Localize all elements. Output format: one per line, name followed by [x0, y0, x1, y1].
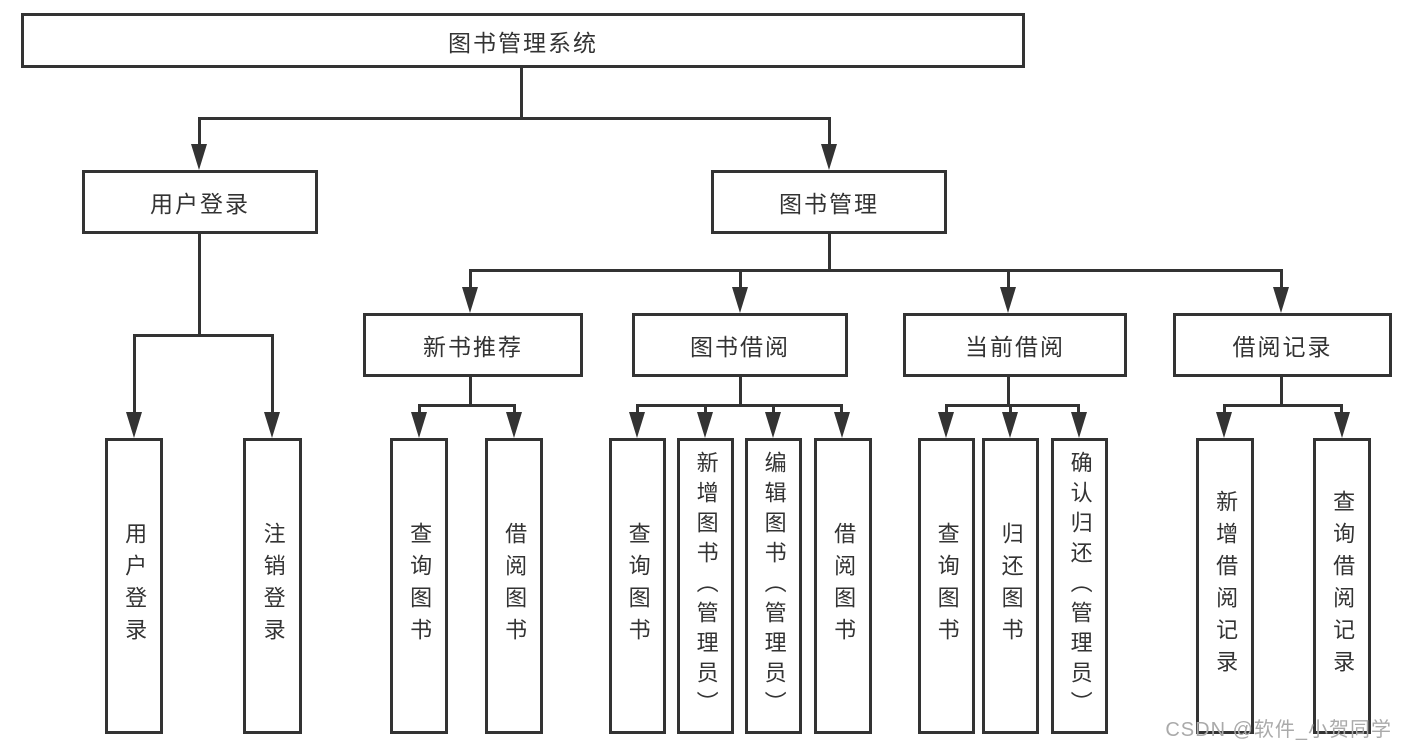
arrow-down-icon: [765, 412, 781, 438]
leaf-add-book-admin-label: 新增图书（管理员）: [693, 451, 719, 721]
node-book-borrow: 图书借阅: [632, 313, 848, 377]
leaf-query-borrow-record: 查询借阅记录: [1313, 438, 1371, 734]
leaf-user-login: 用户登录: [105, 438, 163, 734]
leaf-add-borrow-record: 新增借阅记录: [1196, 438, 1254, 734]
connector-line: [469, 269, 472, 291]
connector-line: [1009, 404, 1012, 414]
node-user-login-label: 用户登录: [150, 191, 250, 217]
leaf-query-books-3-label: 查询图书: [934, 522, 960, 650]
arrow-down-icon: [126, 412, 142, 438]
leaf-confirm-return-admin: 确认归还（管理员）: [1051, 438, 1108, 734]
arrow-down-icon: [411, 412, 427, 438]
connector-line: [198, 117, 201, 146]
connector-line: [271, 334, 274, 414]
leaf-logout: 注销登录: [243, 438, 302, 734]
node-borrow-records: 借阅记录: [1173, 313, 1392, 377]
leaf-borrow-books-1: 借阅图书: [485, 438, 543, 734]
node-new-book-rec-label: 新书推荐: [423, 334, 523, 360]
leaf-edit-book-admin: 编辑图书（管理员）: [745, 438, 802, 734]
connector-line: [418, 404, 421, 414]
connector-line: [739, 269, 742, 291]
arrow-down-icon: [834, 412, 850, 438]
leaf-borrow-books-2-label: 借阅图书: [831, 522, 857, 650]
connector-line: [840, 404, 843, 414]
arrow-down-icon: [462, 287, 478, 313]
connector-line: [828, 117, 831, 146]
arrow-down-icon: [821, 144, 837, 170]
node-borrow-records-label: 借阅记录: [1232, 334, 1333, 360]
leaf-add-borrow-record-label: 新增借阅记录: [1213, 490, 1239, 682]
connector-line: [704, 404, 707, 414]
node-book-mgmt: 图书管理: [711, 170, 947, 234]
watermark: CSDN @软件_小贺同学: [1165, 719, 1392, 741]
leaf-borrow-books-1-label: 借阅图书: [502, 522, 528, 650]
node-root: 图书管理系统: [21, 13, 1025, 68]
leaf-query-books-3: 查询图书: [918, 438, 975, 734]
arrow-down-icon: [732, 287, 748, 313]
connector-line: [636, 404, 843, 407]
connector-line: [1280, 269, 1283, 291]
arrow-down-icon: [629, 412, 645, 438]
arrow-down-icon: [1000, 287, 1016, 313]
connector-line: [418, 404, 516, 407]
connector-line: [739, 377, 742, 406]
connector-line: [133, 334, 274, 337]
arrow-down-icon: [697, 412, 713, 438]
connector-line: [828, 234, 831, 272]
leaf-edit-book-admin-label: 编辑图书（管理员）: [761, 451, 787, 721]
connector-line: [1007, 377, 1010, 406]
arrow-down-icon: [264, 412, 280, 438]
connector-line: [513, 404, 516, 414]
leaf-query-books-1-label: 查询图书: [407, 522, 433, 650]
leaf-return-book: 归还图书: [982, 438, 1039, 734]
leaf-query-books-2-label: 查询图书: [625, 522, 651, 650]
connector-line: [520, 66, 523, 120]
connector-line: [1223, 404, 1343, 407]
node-current-borrow-label: 当前借阅: [965, 334, 1065, 360]
connector-line: [945, 404, 948, 414]
leaf-return-book-label: 归还图书: [998, 522, 1024, 650]
leaf-query-books-1: 查询图书: [390, 438, 448, 734]
connector-line: [636, 404, 639, 414]
arrow-down-icon: [1273, 287, 1289, 313]
arrow-down-icon: [938, 412, 954, 438]
arrow-down-icon: [191, 144, 207, 170]
connector-line: [1007, 269, 1010, 291]
node-new-book-rec: 新书推荐: [363, 313, 583, 377]
leaf-confirm-return-admin-label: 确认归还（管理员）: [1067, 451, 1093, 721]
connector-line: [469, 269, 1283, 272]
connector-line: [469, 377, 472, 406]
arrow-down-icon: [506, 412, 522, 438]
connector-line: [1280, 377, 1283, 406]
leaf-user-login-label: 用户登录: [122, 522, 148, 650]
node-book-mgmt-label: 图书管理: [779, 191, 879, 217]
connector-line: [198, 234, 201, 337]
arrow-down-icon: [1071, 412, 1087, 438]
arrow-down-icon: [1334, 412, 1350, 438]
leaf-borrow-books-2: 借阅图书: [814, 438, 872, 734]
arrow-down-icon: [1002, 412, 1018, 438]
node-current-borrow: 当前借阅: [903, 313, 1127, 377]
connector-line: [1223, 404, 1226, 414]
arrow-down-icon: [1216, 412, 1232, 438]
leaf-add-book-admin: 新增图书（管理员）: [677, 438, 734, 734]
connector-line: [198, 117, 831, 120]
connector-line: [945, 404, 1080, 407]
node-book-borrow-label: 图书借阅: [690, 334, 790, 360]
connector-line: [133, 334, 136, 414]
leaf-query-books-2: 查询图书: [609, 438, 666, 734]
connector-line: [1077, 404, 1080, 414]
node-user-login: 用户登录: [82, 170, 318, 234]
leaf-query-borrow-record-label: 查询借阅记录: [1330, 490, 1356, 682]
connector-line: [1340, 404, 1343, 414]
connector-line: [772, 404, 775, 414]
node-root-label: 图书管理系统: [448, 29, 598, 56]
leaf-logout-label: 注销登录: [260, 522, 286, 650]
